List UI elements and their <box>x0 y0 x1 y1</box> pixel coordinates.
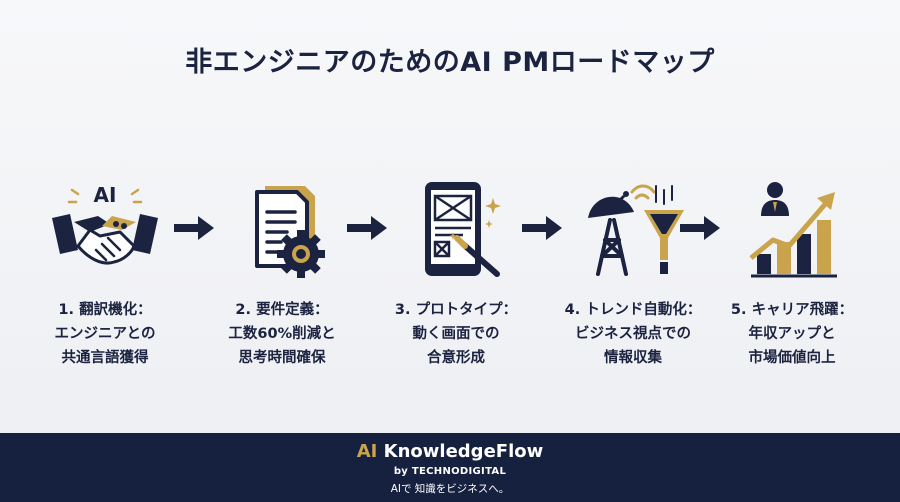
arrow-icon-1 <box>174 216 214 240</box>
footer-tagline: AIで 知識をビジネスへ。 <box>390 483 510 495</box>
footer-byline: by TECHNODIGITAL <box>393 466 507 477</box>
step-2: 2. 要件定義： 工数60%削減と 思考時間確保 <box>207 180 357 370</box>
step-3: 3. プロトタイプ： 動く画面での 合意形成 <box>381 180 531 370</box>
icon-ai-text: AI <box>94 183 117 207</box>
step-4: 4. トレンド自動化： ビジネス視点での 情報収集 <box>558 180 708 370</box>
step-2-label: 2. 要件定義： 工数60%削減と 思考時間確保 <box>228 302 336 366</box>
brand-name: KnowledgeFlow <box>377 441 544 462</box>
career-growth-chart-icon <box>749 182 837 278</box>
step-1-label: 1. 翻訳機化： エンジニアとの 共通言語獲得 <box>54 302 156 366</box>
step-4-label: 4. トレンド自動化： ビジネス視点での 情報収集 <box>564 302 702 366</box>
page-title: 非エンジニアのためのAI PMロードマップ <box>185 47 715 78</box>
tablet-wireframe-icon <box>425 182 501 277</box>
step-5: 5. キャリア飛躍： 年収アップと 市場価値向上 <box>717 180 867 370</box>
footer-brand: AI KnowledgeFlow <box>0 441 900 462</box>
brand-ai: AI <box>356 441 378 462</box>
step-5-label: 5. キャリア飛躍： 年収アップと 市場価値向上 <box>730 302 854 366</box>
arrow-icon-4 <box>680 216 720 240</box>
arrow-icon-3 <box>522 216 562 240</box>
step-3-label: 3. プロトタイプ： 動く画面での 合意形成 <box>394 302 518 366</box>
satellite-funnel-icon <box>588 184 684 276</box>
arrow-icon-2 <box>347 216 387 240</box>
step-1: AI 1. 翻訳機化： エンジニアとの 共通言語獲得 <box>30 180 180 370</box>
document-gear-icon <box>255 186 325 278</box>
handshake-ai-icon: AI <box>52 183 158 265</box>
footer: AI KnowledgeFlow by TECHNODIGITAL AIで 知識… <box>0 433 900 502</box>
